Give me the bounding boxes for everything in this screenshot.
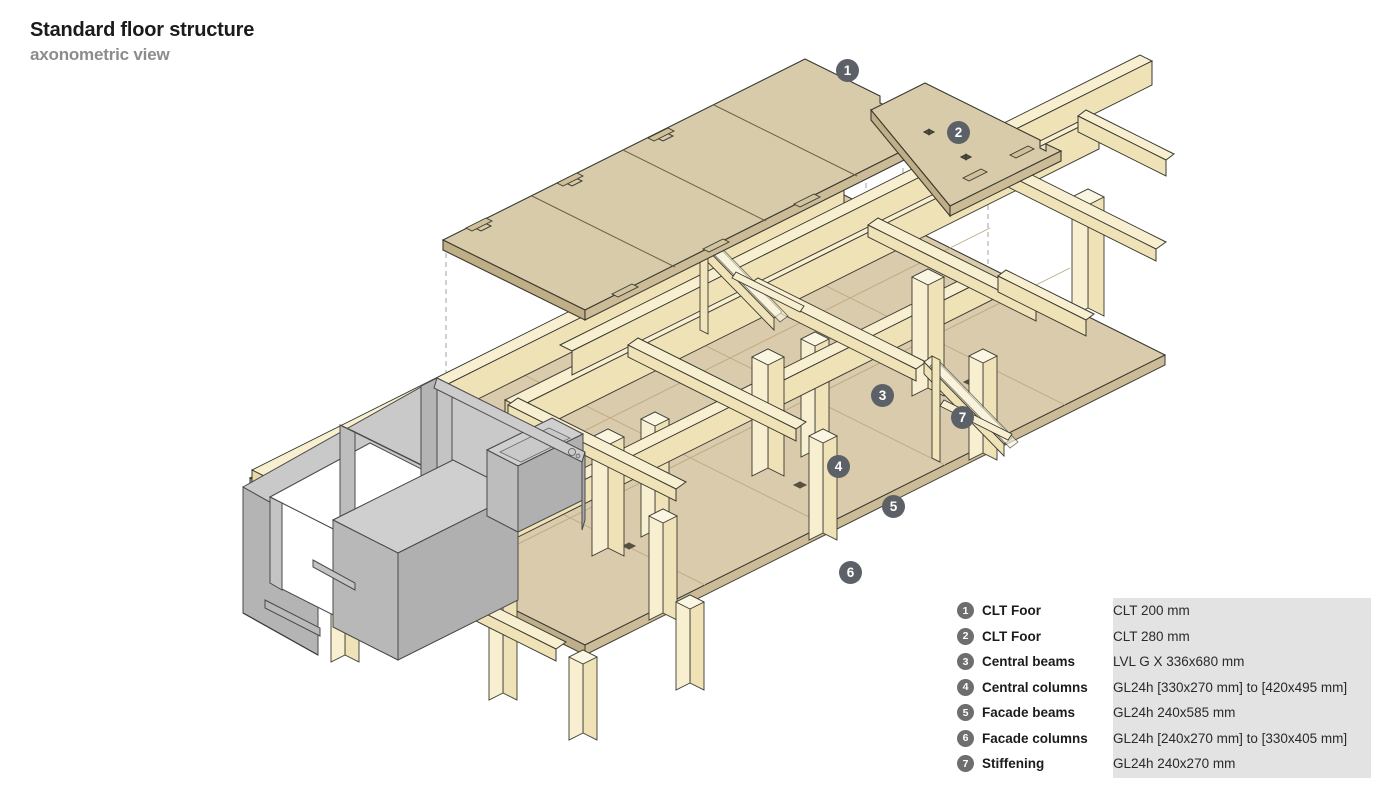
legend-item-spec: CLT 200 mm [1113, 603, 1190, 619]
legend-badge: 3 [957, 653, 974, 671]
concrete-core [241, 377, 586, 661]
legend-badge: 7 [957, 755, 974, 773]
legend-badge: 2 [957, 627, 974, 645]
legend-item-spec: GL24h [330x270 mm] to [420x495 mm] [1113, 679, 1348, 695]
legend-item-name: Facade columns [982, 730, 1088, 746]
legend-item-spec: GL24h 240x270 mm [1113, 756, 1236, 772]
legend-row: 2 CLT Foor CLT 280 mm [957, 624, 1372, 650]
cantilever-beams [997, 109, 1175, 337]
legend-badge: 1 [957, 602, 974, 620]
legend-row: 3 Central beams LVL G X 336x680 mm [957, 649, 1372, 675]
legend-item-spec: CLT 280 mm [1113, 628, 1190, 644]
legend-item-spec: GL24h 240x585 mm [1113, 705, 1236, 721]
legend-item-name: CLT Foor [982, 628, 1041, 644]
legend-badge: 5 [957, 704, 974, 722]
legend-item-name: CLT Foor [982, 603, 1041, 619]
legend: 1 CLT Foor CLT 200 mm 2 CLT Foor CLT 280… [957, 598, 1372, 780]
legend-item-spec: GL24h [240x270 mm] to [330x405 mm] [1113, 730, 1348, 746]
callout-4[interactable]: 4 [827, 455, 850, 478]
legend-row: 1 CLT Foor CLT 200 mm [957, 598, 1372, 624]
page-subtitle: axonometric view [30, 45, 170, 64]
legend-rows: 1 CLT Foor CLT 200 mm 2 CLT Foor CLT 280… [957, 598, 1372, 777]
legend-badge: 6 [957, 729, 974, 747]
page-title: Standard floor structure [30, 19, 255, 41]
legend-item-name: Central columns [982, 679, 1088, 695]
legend-item-name: Stiffening [982, 756, 1045, 772]
legend-row: 6 Facade columns GL24h [240x270 mm] to [… [957, 726, 1372, 752]
callout-3[interactable]: 3 [871, 384, 894, 407]
legend-item-name: Central beams [982, 654, 1076, 670]
callout-6[interactable]: 6 [839, 561, 862, 584]
legend-badge: 4 [957, 678, 974, 696]
callout-1[interactable]: 1 [836, 59, 859, 82]
callout-7[interactable]: 7 [951, 406, 974, 429]
legend-item-name: Facade beams [982, 705, 1076, 721]
legend-row: 5 Facade beams GL24h 240x585 mm [957, 700, 1372, 726]
legend-row: 7 Stiffening GL24h 240x270 mm [957, 751, 1372, 777]
legend-spec-background [1113, 598, 1371, 778]
callout-2[interactable]: 2 [947, 121, 970, 144]
clt-panel-group-2 [870, 82, 1063, 218]
title-block: Standard floor structure axonometric vie… [30, 18, 254, 66]
legend-item-spec: LVL G X 336x680 mm [1113, 654, 1245, 670]
clt-panel-group-1 [441, 58, 948, 321]
secondary-columns [567, 594, 706, 741]
callout-5[interactable]: 5 [882, 495, 905, 518]
legend-row: 4 Central columns GL24h [330x270 mm] to … [957, 675, 1372, 701]
